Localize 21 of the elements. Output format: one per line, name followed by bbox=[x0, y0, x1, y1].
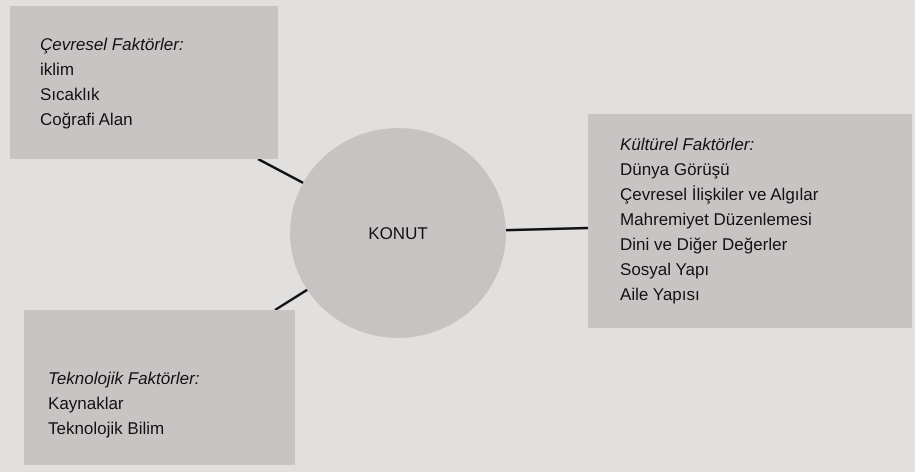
box-heading: Kültürel Faktörler: bbox=[620, 134, 756, 156]
list-item: Çevresel İlişkiler ve Algılar bbox=[620, 184, 820, 206]
list-item: Coğrafi Alan bbox=[40, 109, 134, 131]
list-item: Aile Yapısı bbox=[620, 284, 701, 306]
list-item: iklim bbox=[40, 59, 75, 81]
factor-box bbox=[588, 114, 912, 328]
box-heading: Teknolojik Faktörler: bbox=[48, 368, 200, 390]
list-item: Dünya Görüşü bbox=[620, 159, 731, 181]
box-heading: Çevresel Faktörler: bbox=[40, 34, 185, 56]
list-item: Mahremiyet Düzenlemesi bbox=[620, 209, 813, 231]
center-label: KONUT bbox=[368, 222, 428, 244]
list-item: Sıcaklık bbox=[40, 84, 101, 106]
connector-line bbox=[257, 158, 304, 184]
list-item: Dini ve Diğer Değerler bbox=[620, 234, 788, 256]
connector-line bbox=[274, 288, 308, 312]
connector-line bbox=[506, 226, 588, 232]
factor-box bbox=[10, 6, 278, 159]
list-item: Kaynaklar bbox=[48, 393, 125, 415]
list-item: Sosyal Yapı bbox=[620, 259, 710, 281]
list-item: Teknolojik Bilim bbox=[48, 418, 166, 440]
factor-box bbox=[24, 310, 295, 465]
